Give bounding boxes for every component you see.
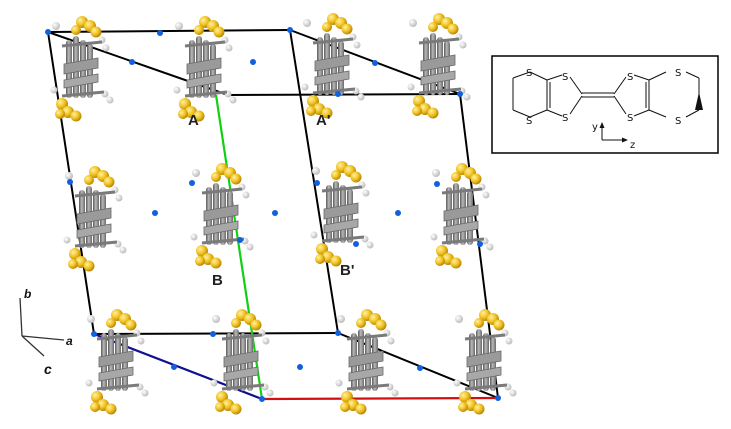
molecule-stacks — [49, 11, 518, 416]
label-molecule-b-prime: B' — [340, 262, 354, 279]
axes-triad — [19, 297, 65, 357]
label-molecule-a-prime: A' — [316, 112, 330, 129]
cell-axis-b-edge — [214, 94, 264, 400]
bedt-ttf-molecule-icon — [300, 11, 366, 120]
inset-axis-y: y — [592, 122, 598, 133]
inset-atom-s8: S — [675, 116, 681, 127]
inset-atom-s2: S — [526, 116, 532, 127]
inset-atom-s4: S — [562, 113, 568, 124]
inset-atom-s5: S — [627, 72, 633, 83]
inversion-centers — [45, 27, 501, 402]
axis-label-b: b — [24, 287, 31, 301]
bedt-ttf-molecule-icon — [84, 307, 150, 416]
inset-atom-s1: S — [526, 68, 532, 79]
bedt-ttf-molecule-icon — [429, 161, 495, 270]
inset-axis-z: z — [630, 140, 635, 151]
axis-label-c: c — [44, 361, 52, 377]
inset-atom-s6: S — [627, 113, 633, 124]
cell-axis-a-edge — [261, 396, 499, 401]
inset-atom-s7: S — [675, 68, 681, 79]
inset-atom-s3: S — [562, 72, 568, 83]
label-molecule-b: B — [212, 272, 223, 289]
molecule-structure-inset — [491, 55, 719, 154]
bedt-ttf-molecule-icon — [189, 161, 255, 270]
label-molecule-a: A — [188, 112, 199, 129]
axis-label-a: a — [66, 334, 73, 348]
